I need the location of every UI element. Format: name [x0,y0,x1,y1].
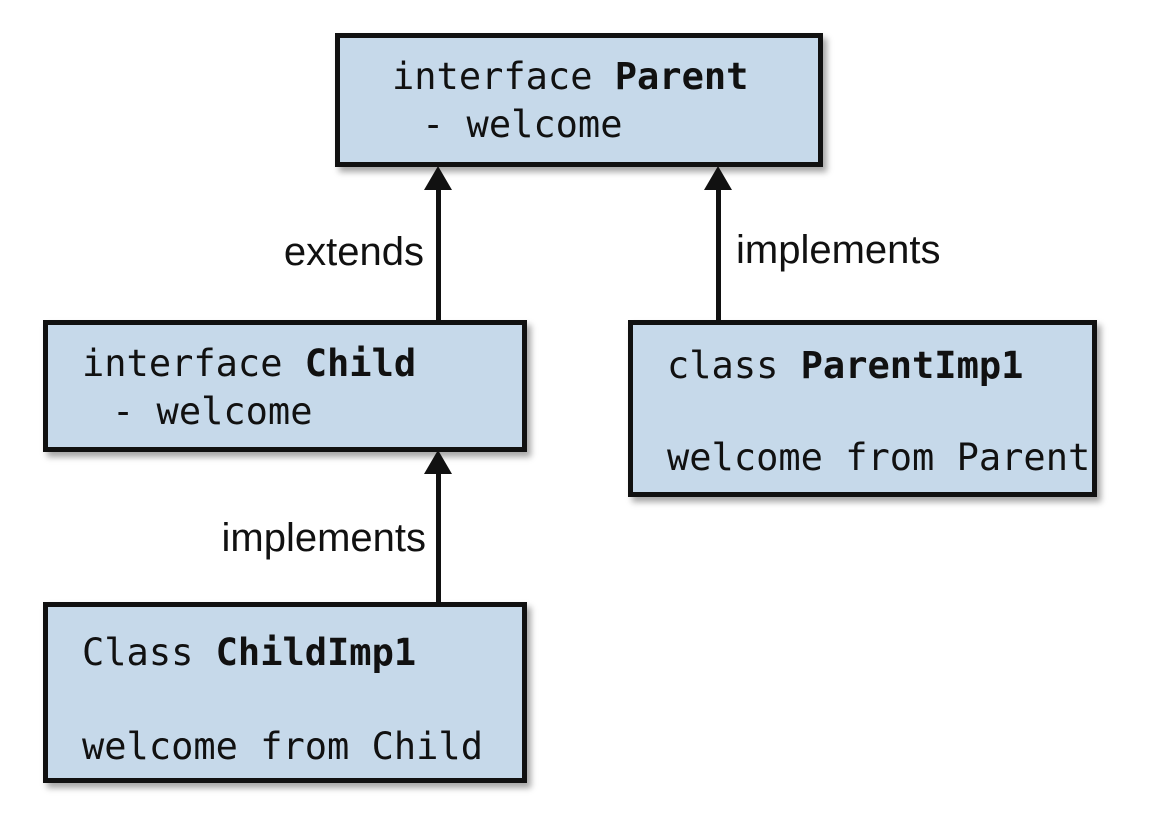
implements-arrowhead-icon [704,166,732,190]
node-class-parentimp1: class ParentImp1 welcome from Parent [628,320,1097,497]
keyword-label: Class [82,631,194,674]
node-title: interface Child [82,340,522,388]
note-label: welcome from Child [82,725,483,768]
implements-arrow-shaft [436,472,441,602]
extends-arrow-shaft [436,188,441,320]
extends-arrowhead-icon [424,166,452,190]
node-class-childimp1: Class ChildImp1 welcome from Child [43,602,527,783]
type-name: Parent [614,55,749,98]
type-name: ParentImp1 [800,344,1024,387]
keyword-label: class [667,344,779,387]
keyword-label: interface [392,55,593,98]
member-label: - welcome [112,390,313,433]
implements-edge-label: implements [736,228,941,272]
implements-edge-label: implements [221,516,426,560]
node-title: interface Parent [392,53,818,101]
member-label: - welcome [422,103,623,146]
note-label: welcome from Parent [667,436,1091,479]
implements-arrow-shaft [716,188,721,320]
keyword-label: interface [82,342,283,385]
implements-arrowhead-icon [424,450,452,474]
extends-edge-label: extends [283,230,424,274]
node-title: class ParentImp1 [667,342,1092,390]
node-interface-child: interface Child - welcome [43,320,527,452]
type-name: Child [304,342,417,385]
type-name: ChildImp1 [215,631,417,674]
node-interface-parent: interface Parent - welcome [335,33,823,167]
node-title: Class ChildImp1 [82,629,522,677]
